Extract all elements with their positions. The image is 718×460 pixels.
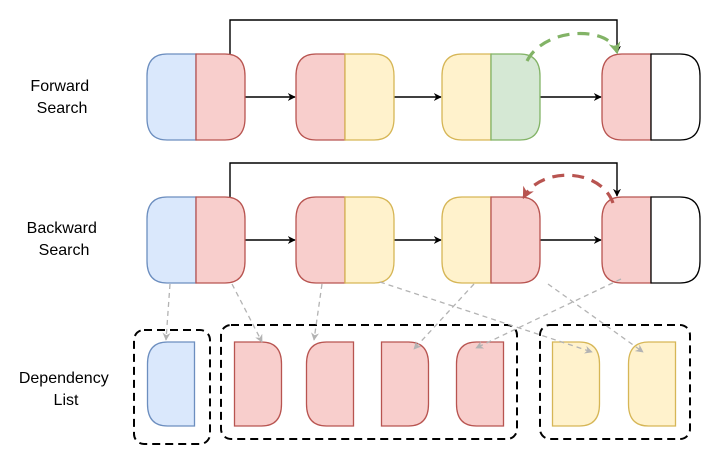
node-right-half — [344, 196, 395, 284]
node-right-half — [650, 196, 701, 284]
dependency-pointer-arrow — [311, 283, 323, 341]
forward-search-row — [146, 53, 701, 141]
dependency-item — [146, 341, 196, 427]
forward-node-4 — [601, 53, 701, 141]
dependency-pointer-arrow — [379, 281, 593, 354]
forward-node-2 — [295, 53, 395, 141]
dependency-arrows — [162, 278, 644, 354]
backward-node-3 — [441, 196, 541, 284]
node-left-half — [601, 196, 652, 284]
backward-search-label: Backward Search — [27, 220, 102, 259]
dependency-group-box — [133, 329, 211, 445]
dependency-item — [305, 341, 355, 427]
dependency-pointer-arrow — [475, 278, 622, 349]
dependency-item — [380, 341, 430, 427]
backward-node-2 — [295, 196, 395, 284]
connector-arrows — [229, 19, 621, 244]
dependency-pointer-arrow — [162, 283, 171, 341]
dependency-item — [627, 341, 677, 427]
backward-node-1 — [146, 196, 246, 284]
dependency-pointer-arrow — [413, 283, 475, 350]
skip-connection-arrow — [229, 162, 621, 197]
forward-node-3 — [441, 53, 541, 141]
forward-node-1 — [146, 53, 246, 141]
node-right-half — [490, 196, 541, 284]
node-right-half — [195, 196, 246, 284]
forward-jump-arrow — [525, 32, 621, 62]
backward-jump-arrow — [522, 173, 615, 204]
forward-search-label: Forward Search — [30, 78, 93, 117]
node-left-half — [441, 53, 492, 141]
dependency-item — [455, 341, 505, 427]
dependency-item — [233, 341, 283, 427]
dependency-list-label: Dependency List — [19, 370, 113, 409]
node-left-half — [441, 196, 492, 284]
dependency-group-box — [220, 324, 518, 440]
node-right-half — [650, 53, 701, 141]
dependency-group-box — [539, 324, 691, 440]
dependency-item — [551, 341, 601, 427]
skip-connection-arrow — [229, 19, 621, 54]
dependency-pointer-arrow — [231, 283, 263, 343]
node-left-half — [146, 196, 197, 284]
backward-node-4 — [601, 196, 701, 284]
node-right-half — [490, 53, 541, 141]
node-left-half — [295, 53, 346, 141]
dependency-pointer-arrow — [547, 283, 644, 353]
node-right-half — [195, 53, 246, 141]
node-left-half — [295, 196, 346, 284]
dependency-list-row — [133, 324, 691, 445]
node-right-half — [344, 53, 395, 141]
node-left-half — [146, 53, 197, 141]
node-left-half — [601, 53, 652, 141]
backward-search-row — [146, 196, 701, 284]
